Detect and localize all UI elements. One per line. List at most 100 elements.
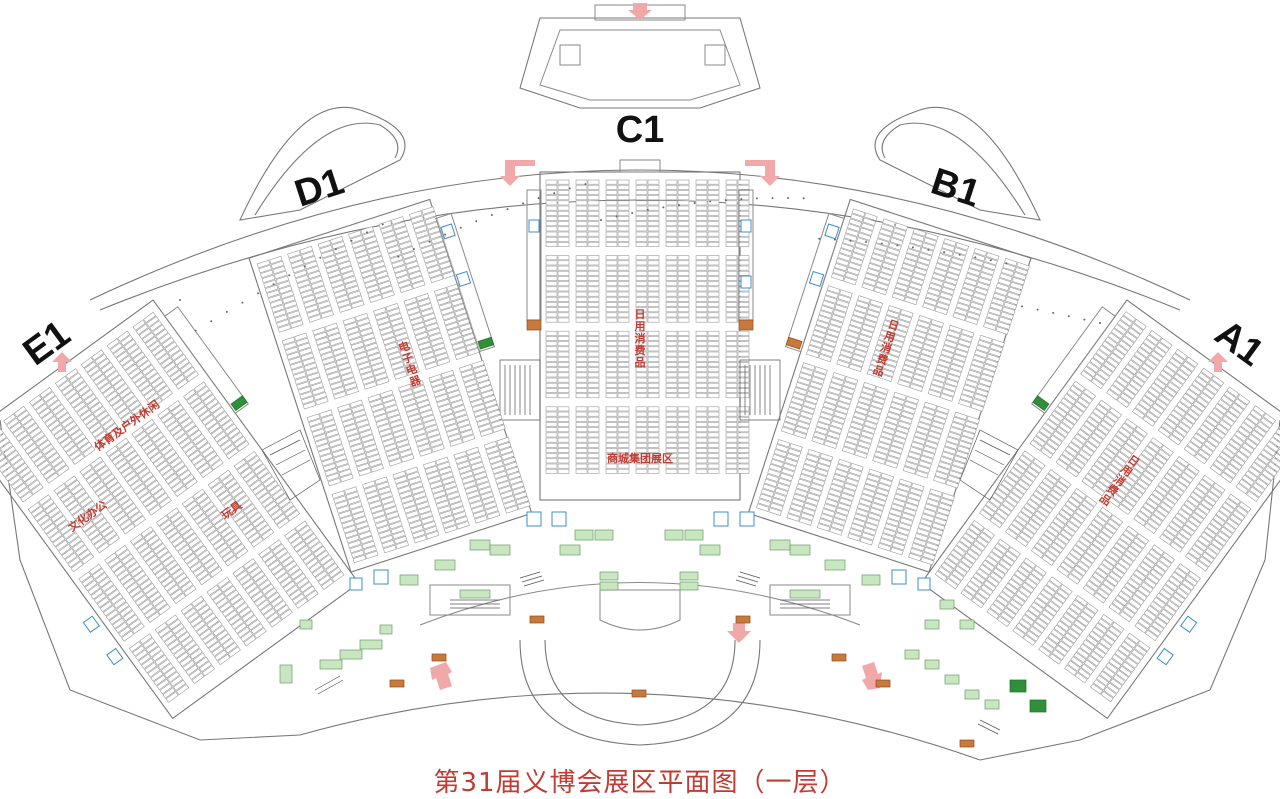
booth [708, 469, 719, 473]
booth [606, 227, 617, 231]
booth [558, 394, 569, 398]
booth [588, 357, 599, 361]
service-stall [600, 582, 618, 590]
booth [588, 302, 599, 306]
restroom-icon [918, 578, 930, 590]
booth [738, 438, 749, 442]
booth [726, 271, 737, 275]
plaza-marker [850, 240, 852, 242]
booth [648, 256, 659, 260]
plaza-marker [694, 202, 696, 204]
booth [546, 428, 557, 432]
booth [678, 282, 689, 286]
restroom-icon [374, 570, 388, 584]
booth [606, 287, 617, 291]
plaza-marker [709, 200, 711, 202]
plaza-marker [273, 283, 275, 285]
booth [558, 362, 569, 366]
booth [678, 266, 689, 270]
booth [708, 185, 719, 189]
service-stall [770, 540, 790, 550]
booth [678, 242, 689, 246]
zone-label: 商城集团展区 [607, 451, 673, 465]
booth [546, 180, 557, 184]
plaza-marker [538, 197, 540, 199]
booth [576, 282, 587, 286]
restroom-icon [740, 512, 754, 526]
booth [546, 216, 557, 220]
booth [576, 362, 587, 366]
booth [648, 190, 659, 194]
booth [588, 256, 599, 260]
plaza-marker [725, 199, 727, 201]
booth [606, 336, 617, 340]
service-stall [380, 625, 392, 634]
booth [726, 190, 737, 194]
booth [726, 469, 737, 473]
booth [708, 190, 719, 194]
booth [648, 271, 659, 275]
booth [708, 287, 719, 291]
booth [558, 261, 569, 265]
booth [708, 206, 719, 210]
booth [726, 302, 737, 306]
booth [558, 373, 569, 377]
booth [678, 378, 689, 382]
booth [696, 287, 707, 291]
booth [576, 459, 587, 463]
booth [636, 271, 647, 275]
booth [678, 261, 689, 265]
booth [696, 373, 707, 377]
booth [648, 469, 659, 473]
booth [558, 292, 569, 296]
booth [678, 318, 689, 322]
booth [618, 256, 629, 260]
booth [738, 201, 749, 205]
booth [708, 237, 719, 241]
booth [738, 242, 749, 246]
booth [726, 227, 737, 231]
booth [558, 237, 569, 241]
booth [738, 271, 749, 275]
restroom-icon [107, 648, 123, 664]
booth [588, 407, 599, 411]
booth [648, 216, 659, 220]
booth [708, 347, 719, 351]
service-desk [632, 690, 646, 697]
booth [678, 232, 689, 236]
booth [546, 302, 557, 306]
booth [666, 373, 677, 377]
booth [696, 297, 707, 301]
booth [636, 201, 647, 205]
booth [708, 336, 719, 340]
booth [588, 417, 599, 421]
booth [576, 394, 587, 398]
booth [696, 428, 707, 432]
plaza-marker [522, 202, 524, 204]
booth [606, 266, 617, 270]
booth [708, 352, 719, 356]
service-stall [925, 660, 939, 669]
booth [636, 237, 647, 241]
booth [576, 216, 587, 220]
service-desk [739, 320, 753, 330]
booth [678, 297, 689, 301]
booth [606, 216, 617, 220]
booth [726, 383, 737, 387]
plaza-marker [304, 265, 306, 267]
booth [576, 227, 587, 231]
booth [648, 261, 659, 265]
booth [546, 331, 557, 335]
service-desk [960, 740, 974, 747]
plaza-marker [397, 256, 399, 258]
booth [648, 297, 659, 301]
booth [678, 469, 689, 473]
booth [648, 422, 659, 426]
booth [696, 292, 707, 296]
booth [588, 454, 599, 458]
service-stall [685, 530, 703, 540]
booth [738, 266, 749, 270]
booth [666, 438, 677, 442]
booth [558, 347, 569, 351]
booth [558, 407, 569, 411]
